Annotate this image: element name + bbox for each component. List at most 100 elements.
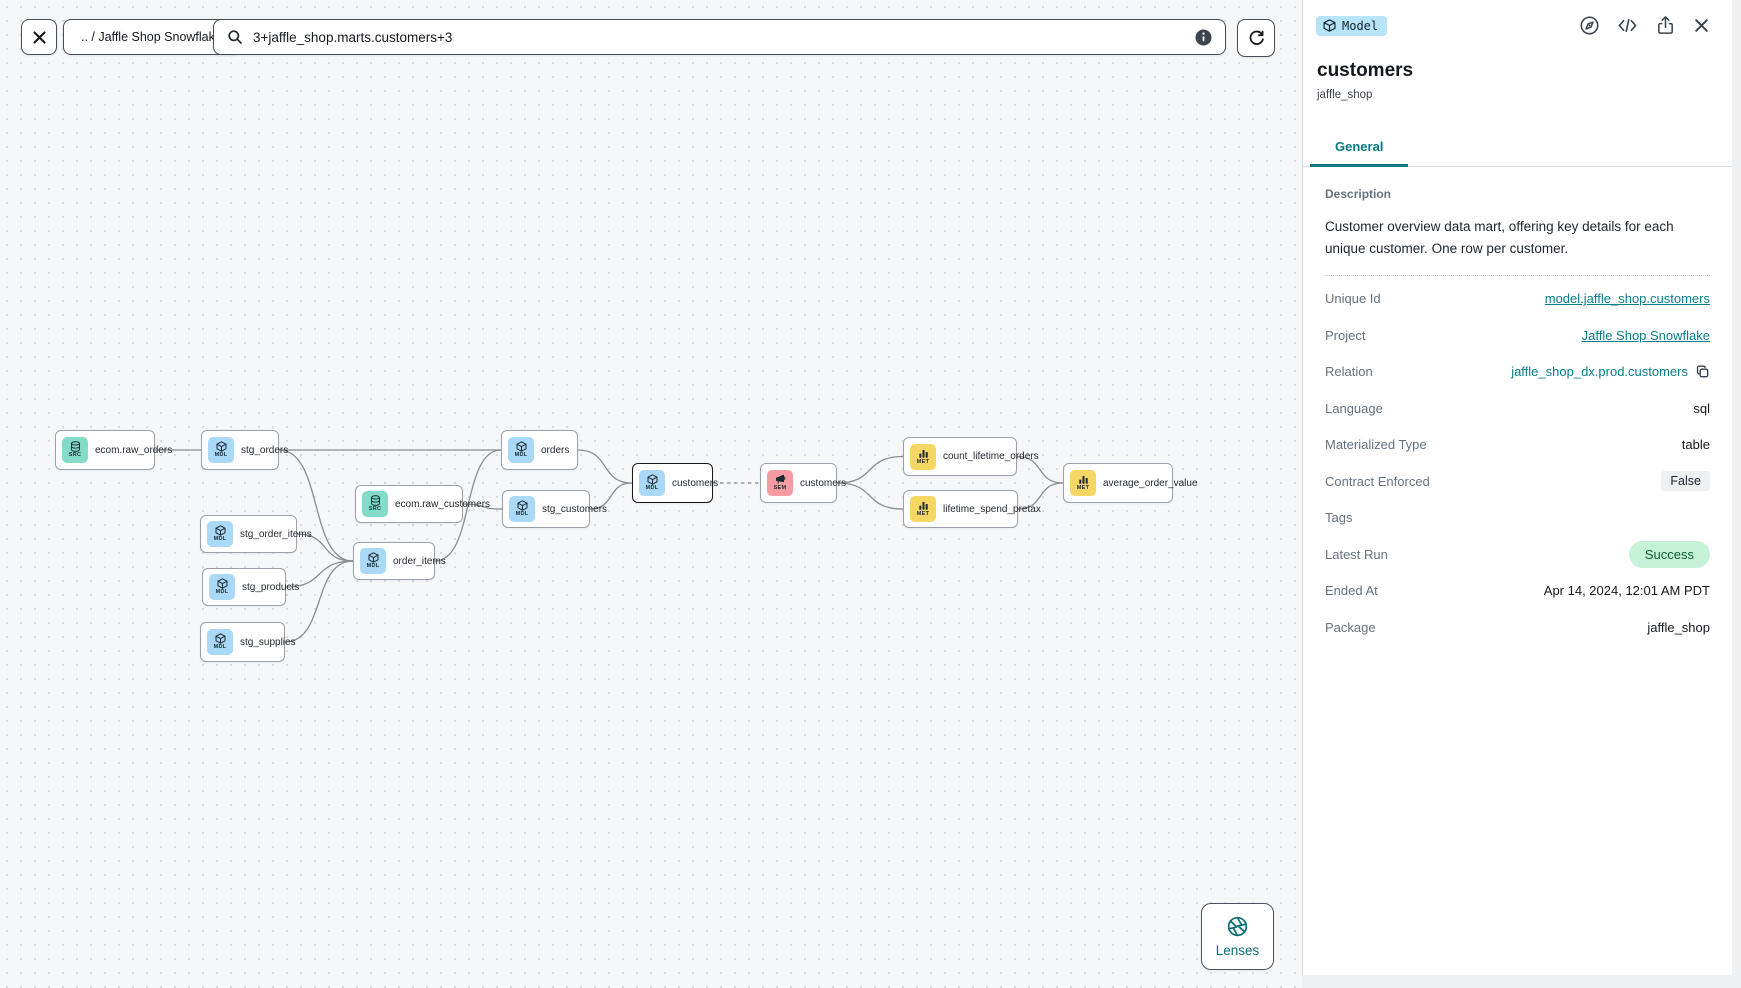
materialized-type-value: table: [1681, 437, 1710, 453]
graph-node-lifetime_spend_pretax[interactable]: MET lifetime_spend_pretax: [903, 490, 1041, 528]
language-value: sql: [1693, 400, 1710, 416]
bar-chart-icon: [918, 449, 928, 458]
breadcrumb-label: .. / Jaffle Shop Snowflake: [81, 30, 222, 44]
graph-node-average_order_value[interactable]: MET average_order_value: [1063, 463, 1198, 503]
graph-node-order_items[interactable]: MDL order_items: [353, 542, 446, 580]
graph-node-stg_orders[interactable]: MDL stg_orders: [201, 430, 288, 470]
refresh-icon: [1249, 30, 1264, 45]
info-icon[interactable]: [1195, 29, 1212, 46]
close-lineage-button[interactable]: [21, 19, 57, 55]
unique-id-label: Unique Id: [1325, 291, 1381, 307]
node-label: average_order_value: [1103, 477, 1198, 489]
node-label: ecom.raw_orders: [95, 444, 173, 456]
cube-icon: [217, 578, 227, 589]
relation-label: Relation: [1325, 364, 1373, 380]
materialized-type-label: Materialized Type: [1325, 437, 1427, 453]
detail-row-language: Language sql: [1325, 390, 1710, 427]
model-badge: MDL: [209, 574, 235, 600]
model-badge: MDL: [509, 496, 535, 522]
graph-node-ecom_raw_customers[interactable]: SRC ecom.raw_customers: [355, 485, 490, 523]
search-icon: [228, 30, 242, 44]
node-label: customers: [800, 477, 847, 489]
project-link[interactable]: Jaffle Shop Snowflake: [1581, 327, 1710, 343]
bar-chart-icon: [918, 502, 928, 510]
description-text: Customer overview data mart, offering ke…: [1325, 219, 1674, 257]
node-badge-label: SEM: [773, 485, 787, 492]
source-badge: SRC: [62, 437, 88, 463]
cube-icon: [516, 441, 526, 452]
tags-label: Tags: [1325, 510, 1353, 526]
metric-badge: MET: [910, 496, 936, 522]
contract-enforced-badge: False: [1661, 471, 1710, 492]
megaphone-icon: [775, 474, 785, 484]
contract-enforced-label: Contract Enforced: [1325, 473, 1430, 489]
latest-run-label: Latest Run: [1325, 546, 1388, 562]
node-badge-label: MDL: [215, 589, 229, 596]
metric-badge: MET: [910, 443, 936, 470]
detail-row-contract-enforced: Contract Enforced False: [1325, 463, 1710, 500]
close-icon[interactable]: [1693, 17, 1710, 34]
code-icon[interactable]: [1617, 15, 1638, 36]
node-badge-label: MDL: [214, 452, 228, 459]
breadcrumb[interactable]: .. / Jaffle Shop Snowflake: [63, 19, 240, 55]
resource-type-label: Model: [1342, 18, 1379, 33]
database-icon: [70, 441, 80, 453]
divider: [1325, 274, 1710, 276]
node-label: stg_order_items: [240, 528, 312, 540]
source-badge: SRC: [362, 491, 388, 517]
lens-compass-icon[interactable]: [1579, 15, 1600, 36]
node-label: ecom.raw_customers: [395, 498, 491, 510]
node-badge-label: SRC: [368, 506, 382, 513]
share-icon[interactable]: [1655, 15, 1676, 36]
model-badge: MDL: [207, 629, 233, 655]
node-label: orders: [541, 444, 570, 456]
tab-general[interactable]: General: [1310, 130, 1409, 167]
search-input[interactable]: [253, 29, 1185, 45]
node-label: lifetime_spend_pretax: [943, 503, 1041, 515]
detail-row-materialized-type: Materialized Type table: [1325, 427, 1710, 464]
unique-id-link[interactable]: model.jaffle_shop.customers: [1544, 291, 1710, 307]
relation-value: jaffle_shop_dx.prod.customers: [1511, 364, 1688, 380]
node-badge-label: MET: [916, 511, 930, 518]
lenses-button[interactable]: Lenses: [1201, 903, 1274, 970]
node-badge-label: MDL: [366, 563, 380, 570]
node-label: stg_supplies: [240, 636, 296, 648]
node-label: customers: [672, 477, 719, 489]
description-label: Description: [1325, 187, 1392, 201]
detail-row-tags: Tags: [1325, 500, 1710, 537]
ended-at-value: Apr 14, 2024, 12:01 AM PDT: [1543, 583, 1710, 599]
node-badge-label: SRC: [68, 452, 82, 459]
copy-icon[interactable]: [1695, 364, 1710, 379]
semantic-badge: SEM: [767, 470, 793, 496]
latest-run-status-badge[interactable]: Success: [1628, 540, 1710, 568]
bar-chart-icon: [1078, 476, 1088, 484]
node-badge-label: MDL: [645, 485, 659, 492]
node-label: stg_orders: [241, 444, 289, 456]
cube-icon: [215, 633, 225, 644]
detail-row-unique-id: Unique Id model.jaffle_shop.customers: [1325, 281, 1710, 318]
graph-node-customers[interactable]: MDL customers: [632, 463, 718, 503]
graph-node-stg_supplies[interactable]: MDL stg_supplies: [200, 622, 296, 662]
graph-node-count_lifetime_orders[interactable]: MET count_lifetime_orders: [903, 437, 1039, 476]
ended-at-label: Ended At: [1325, 583, 1378, 599]
model-cube-icon: [1323, 19, 1336, 32]
graph-node-customers_sem[interactable]: SEM customers: [760, 463, 846, 503]
graph-node-ecom_raw_orders[interactable]: SRC ecom.raw_orders: [55, 430, 172, 470]
metric-badge: MET: [1070, 470, 1096, 496]
node-label: count_lifetime_orders: [943, 451, 1039, 462]
language-label: Language: [1325, 400, 1383, 416]
node-label: order_items: [393, 555, 446, 567]
close-icon: [32, 30, 46, 44]
panel-title: customers: [1317, 60, 1414, 81]
refresh-lineage-button[interactable]: [1237, 19, 1275, 57]
model-badge: MDL: [360, 548, 386, 574]
node-badge-label: MDL: [213, 644, 227, 651]
